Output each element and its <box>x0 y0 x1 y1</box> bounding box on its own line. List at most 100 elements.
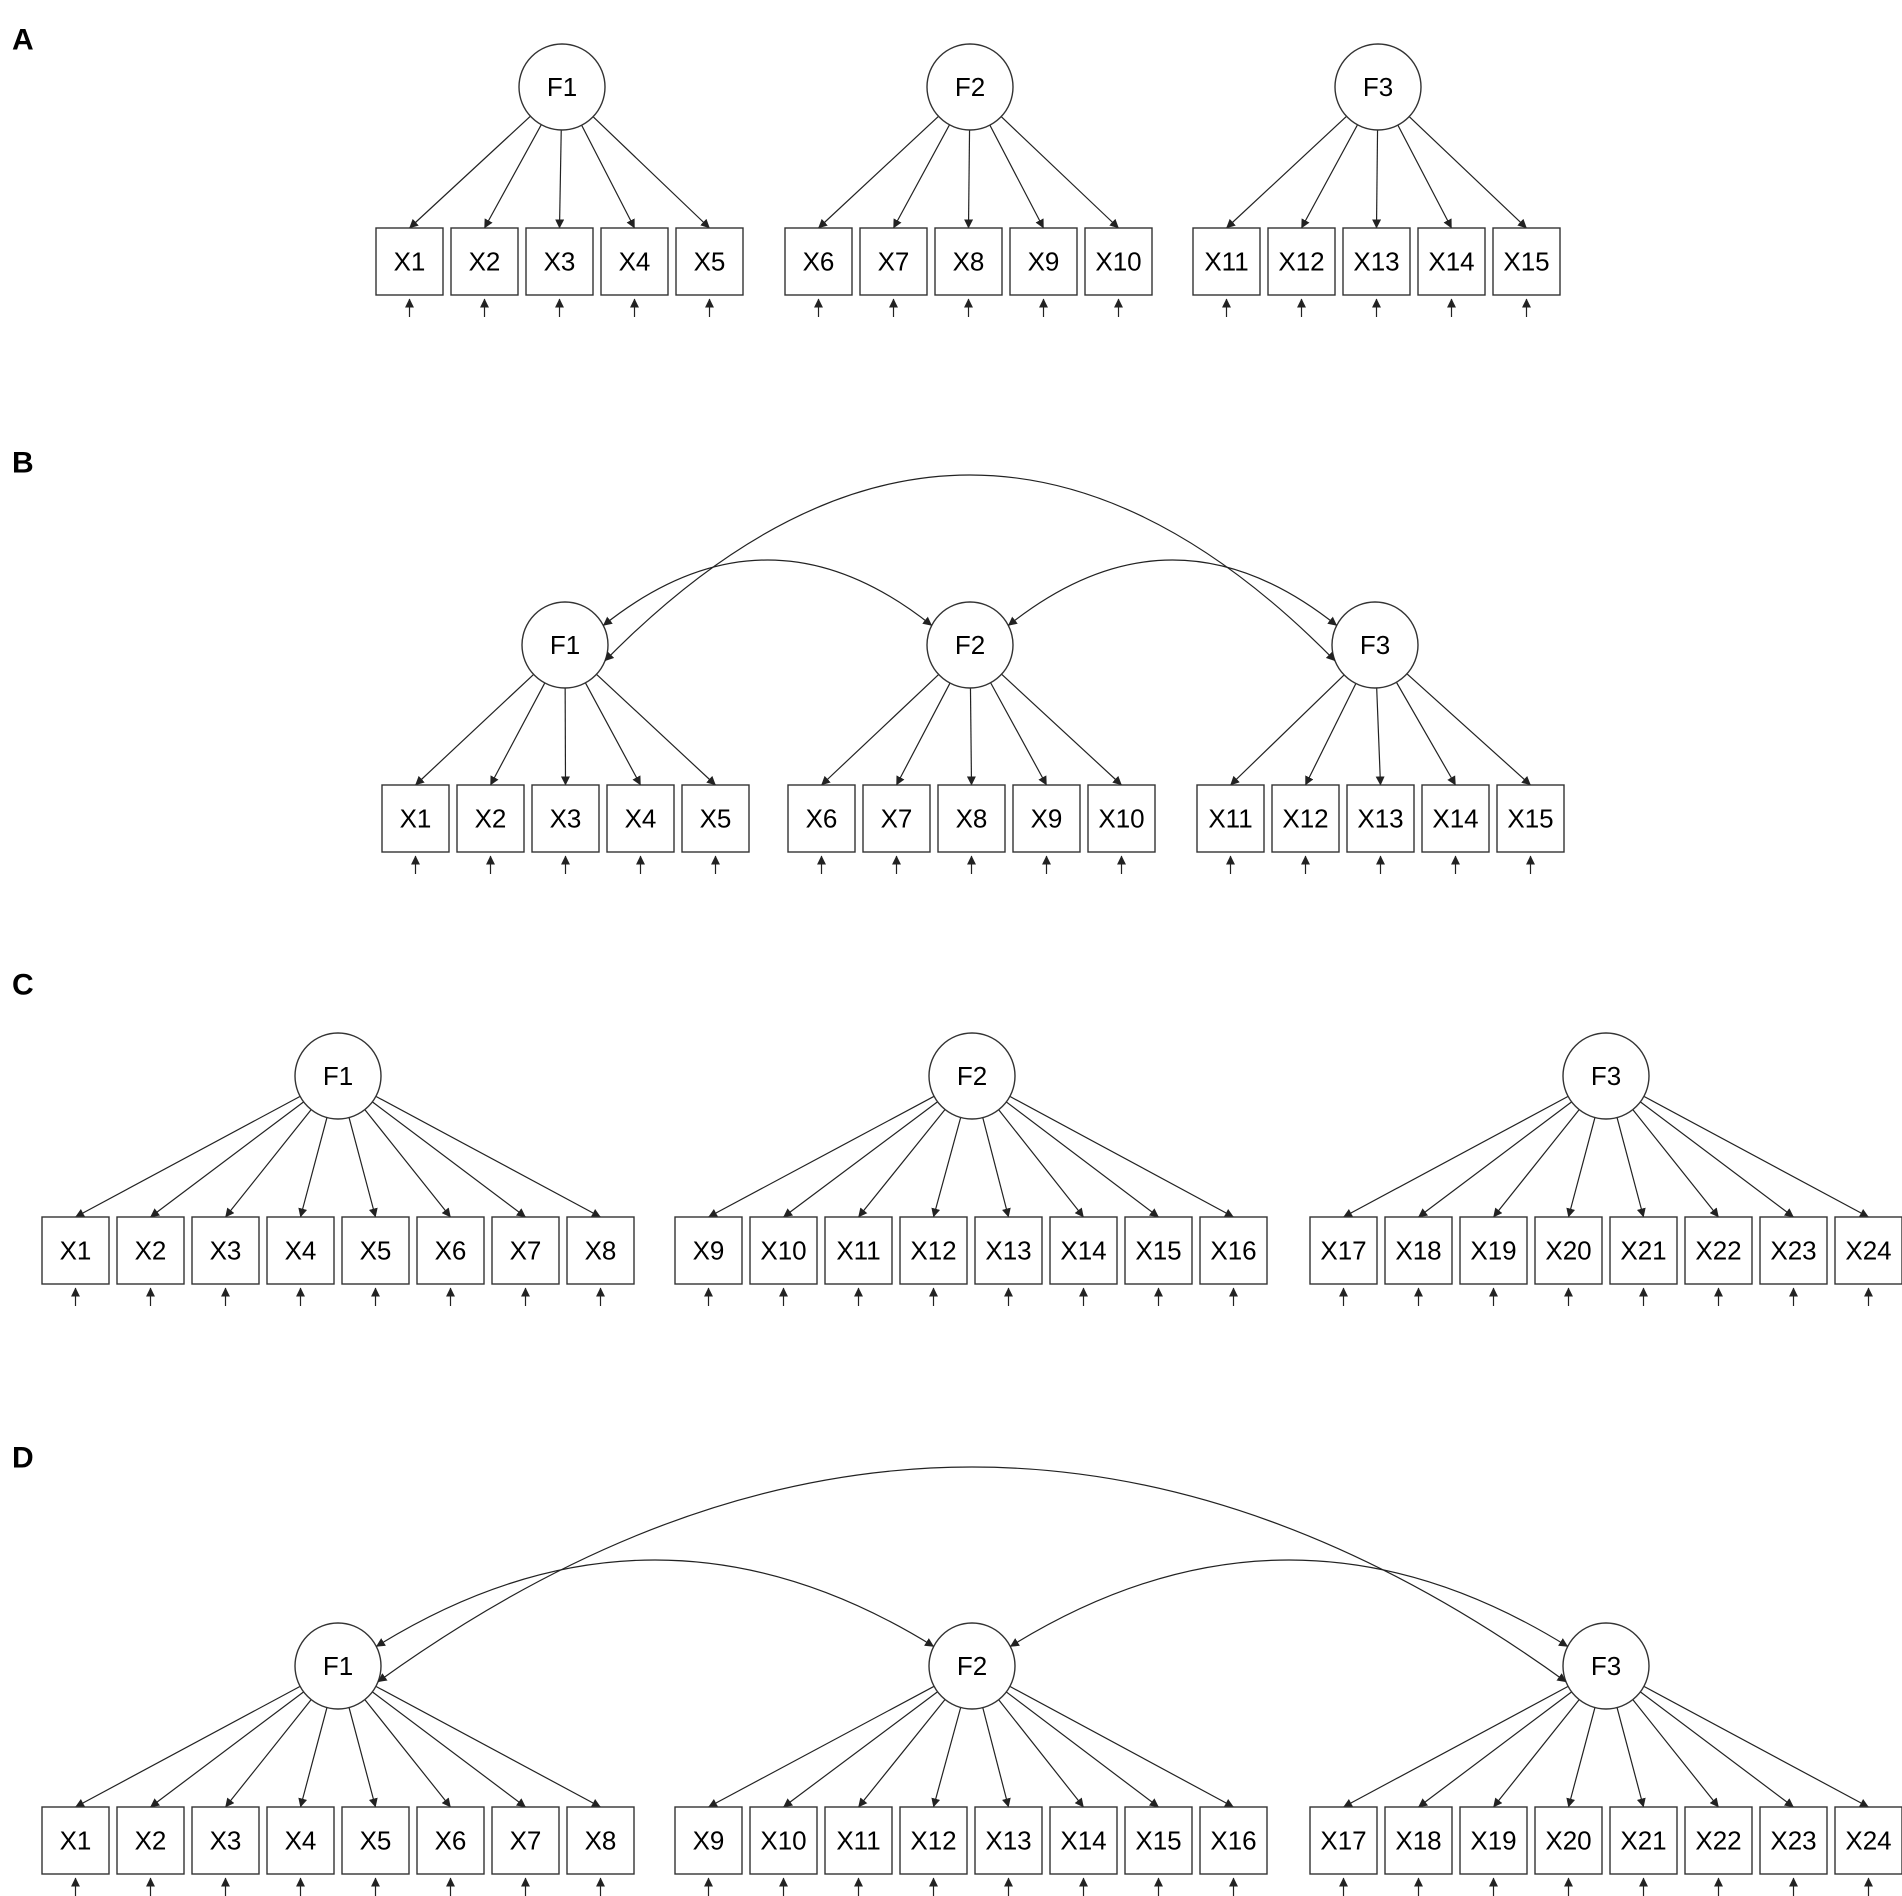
loading-arrow <box>966 687 976 786</box>
loading-arrow <box>892 124 951 229</box>
indicator-label: X10 <box>1098 804 1144 834</box>
indicator-box <box>41 1216 110 1285</box>
loading-arrow <box>1566 1117 1596 1218</box>
loading-arrow <box>225 1699 312 1808</box>
loading-arrow <box>150 1691 304 1808</box>
loading-arrow <box>555 129 565 229</box>
indicator-label: X13 <box>985 1236 1031 1266</box>
indicator-label: X15 <box>1135 1236 1181 1266</box>
indicator-box <box>1534 1806 1603 1875</box>
indicator-label: X20 <box>1545 1236 1591 1266</box>
indicator-label: X18 <box>1395 1236 1441 1266</box>
indicator-box <box>674 1806 743 1875</box>
loading-arrow <box>1005 1691 1159 1808</box>
loading-arrow <box>1632 1109 1719 1218</box>
indicator-box <box>681 784 750 853</box>
indicator-label: X8 <box>585 1826 617 1856</box>
indicator-label: X1 <box>400 804 432 834</box>
indicator-label: X4 <box>285 1236 317 1266</box>
panel-label: B <box>12 447 34 480</box>
loading-arrow <box>998 1699 1084 1808</box>
indicator-box <box>1496 784 1565 853</box>
indicator-box <box>859 227 928 296</box>
factor-label: F1 <box>550 630 580 660</box>
indicator-box <box>862 784 931 853</box>
loading-arrow <box>1640 1691 1794 1808</box>
indicator-label: X2 <box>469 247 501 277</box>
factor-node <box>294 1622 382 1710</box>
indicator-label: X7 <box>510 1826 542 1856</box>
indicator-box <box>266 1216 335 1285</box>
factor-node <box>928 1032 1016 1120</box>
indicator-box <box>1009 227 1078 296</box>
loading-arrow <box>1616 1117 1646 1218</box>
indicator-label: X9 <box>1031 804 1063 834</box>
loading-arrow <box>592 116 710 229</box>
loading-arrow <box>364 1109 451 1218</box>
indicator-label: X14 <box>1432 804 1478 834</box>
loading-arrow <box>989 124 1045 229</box>
loading-arrow <box>1009 1095 1234 1218</box>
indicator-box <box>416 1216 485 1285</box>
loading-arrow <box>483 124 542 229</box>
loading-arrow <box>783 1691 938 1808</box>
indicator-box <box>416 1806 485 1875</box>
loading-arrow <box>1397 124 1453 229</box>
indicator-box <box>1384 1806 1453 1875</box>
indicator-label: X19 <box>1470 1826 1516 1856</box>
indicator-label: X8 <box>585 1236 617 1266</box>
factor-label: F1 <box>323 1061 353 1091</box>
loading-arrow <box>1616 1707 1646 1808</box>
indicator-box <box>749 1216 818 1285</box>
indicator-box <box>341 1216 410 1285</box>
indicator-label: X6 <box>806 804 838 834</box>
loading-arrow <box>375 1685 601 1808</box>
indicator-label: X5 <box>360 1826 392 1856</box>
indicator-label: X17 <box>1320 1236 1366 1266</box>
loading-arrow <box>298 1707 328 1808</box>
indicator-box <box>525 227 594 296</box>
factor-label: F3 <box>1591 1061 1621 1091</box>
indicator-box <box>381 784 450 853</box>
indicator-box <box>1267 227 1336 296</box>
indicator-label: X15 <box>1135 1826 1181 1856</box>
indicator-label: X8 <box>953 247 985 277</box>
indicator-label: X11 <box>836 1236 880 1266</box>
indicator-label: X12 <box>1282 804 1328 834</box>
indicator-label: X9 <box>693 1826 725 1856</box>
indicator-label: X4 <box>619 247 651 277</box>
indicator-label: X14 <box>1060 1236 1106 1266</box>
indicator-label: X13 <box>1353 247 1399 277</box>
indicator-box <box>1384 1216 1453 1285</box>
factor-label: F3 <box>1363 72 1393 102</box>
indicator-box <box>116 1806 185 1875</box>
loading-arrow <box>1304 683 1357 786</box>
indicator-label: X13 <box>1357 804 1403 834</box>
correlation-arrow <box>377 1466 1567 1683</box>
indicator-box <box>1759 1806 1828 1875</box>
factor-label: F3 <box>1591 1651 1621 1681</box>
indicator-label: X1 <box>60 1236 92 1266</box>
indicator-box <box>1084 227 1153 296</box>
indicator-box <box>899 1216 968 1285</box>
loading-arrow <box>75 1685 301 1808</box>
indicator-box <box>1342 227 1411 296</box>
loading-arrow <box>1566 1707 1596 1808</box>
indicator-box <box>1124 1216 1193 1285</box>
indicator-label: X13 <box>985 1826 1031 1856</box>
factor-label: F3 <box>1360 630 1390 660</box>
indicator-box <box>1834 1806 1902 1875</box>
indicator-label: X16 <box>1210 1826 1256 1856</box>
indicator-box <box>1199 1806 1268 1875</box>
factor-node <box>928 1622 1016 1710</box>
indicator-box <box>1087 784 1156 853</box>
indicator-label: X7 <box>881 804 913 834</box>
indicator-label: X21 <box>1620 1826 1666 1856</box>
indicator-label: X11 <box>836 1826 880 1856</box>
indicator-box <box>824 1216 893 1285</box>
indicator-box <box>491 1806 560 1875</box>
indicator-label: X23 <box>1770 1826 1816 1856</box>
indicator-box <box>675 227 744 296</box>
loading-arrow <box>1001 673 1122 786</box>
indicator-box <box>1684 1806 1753 1875</box>
